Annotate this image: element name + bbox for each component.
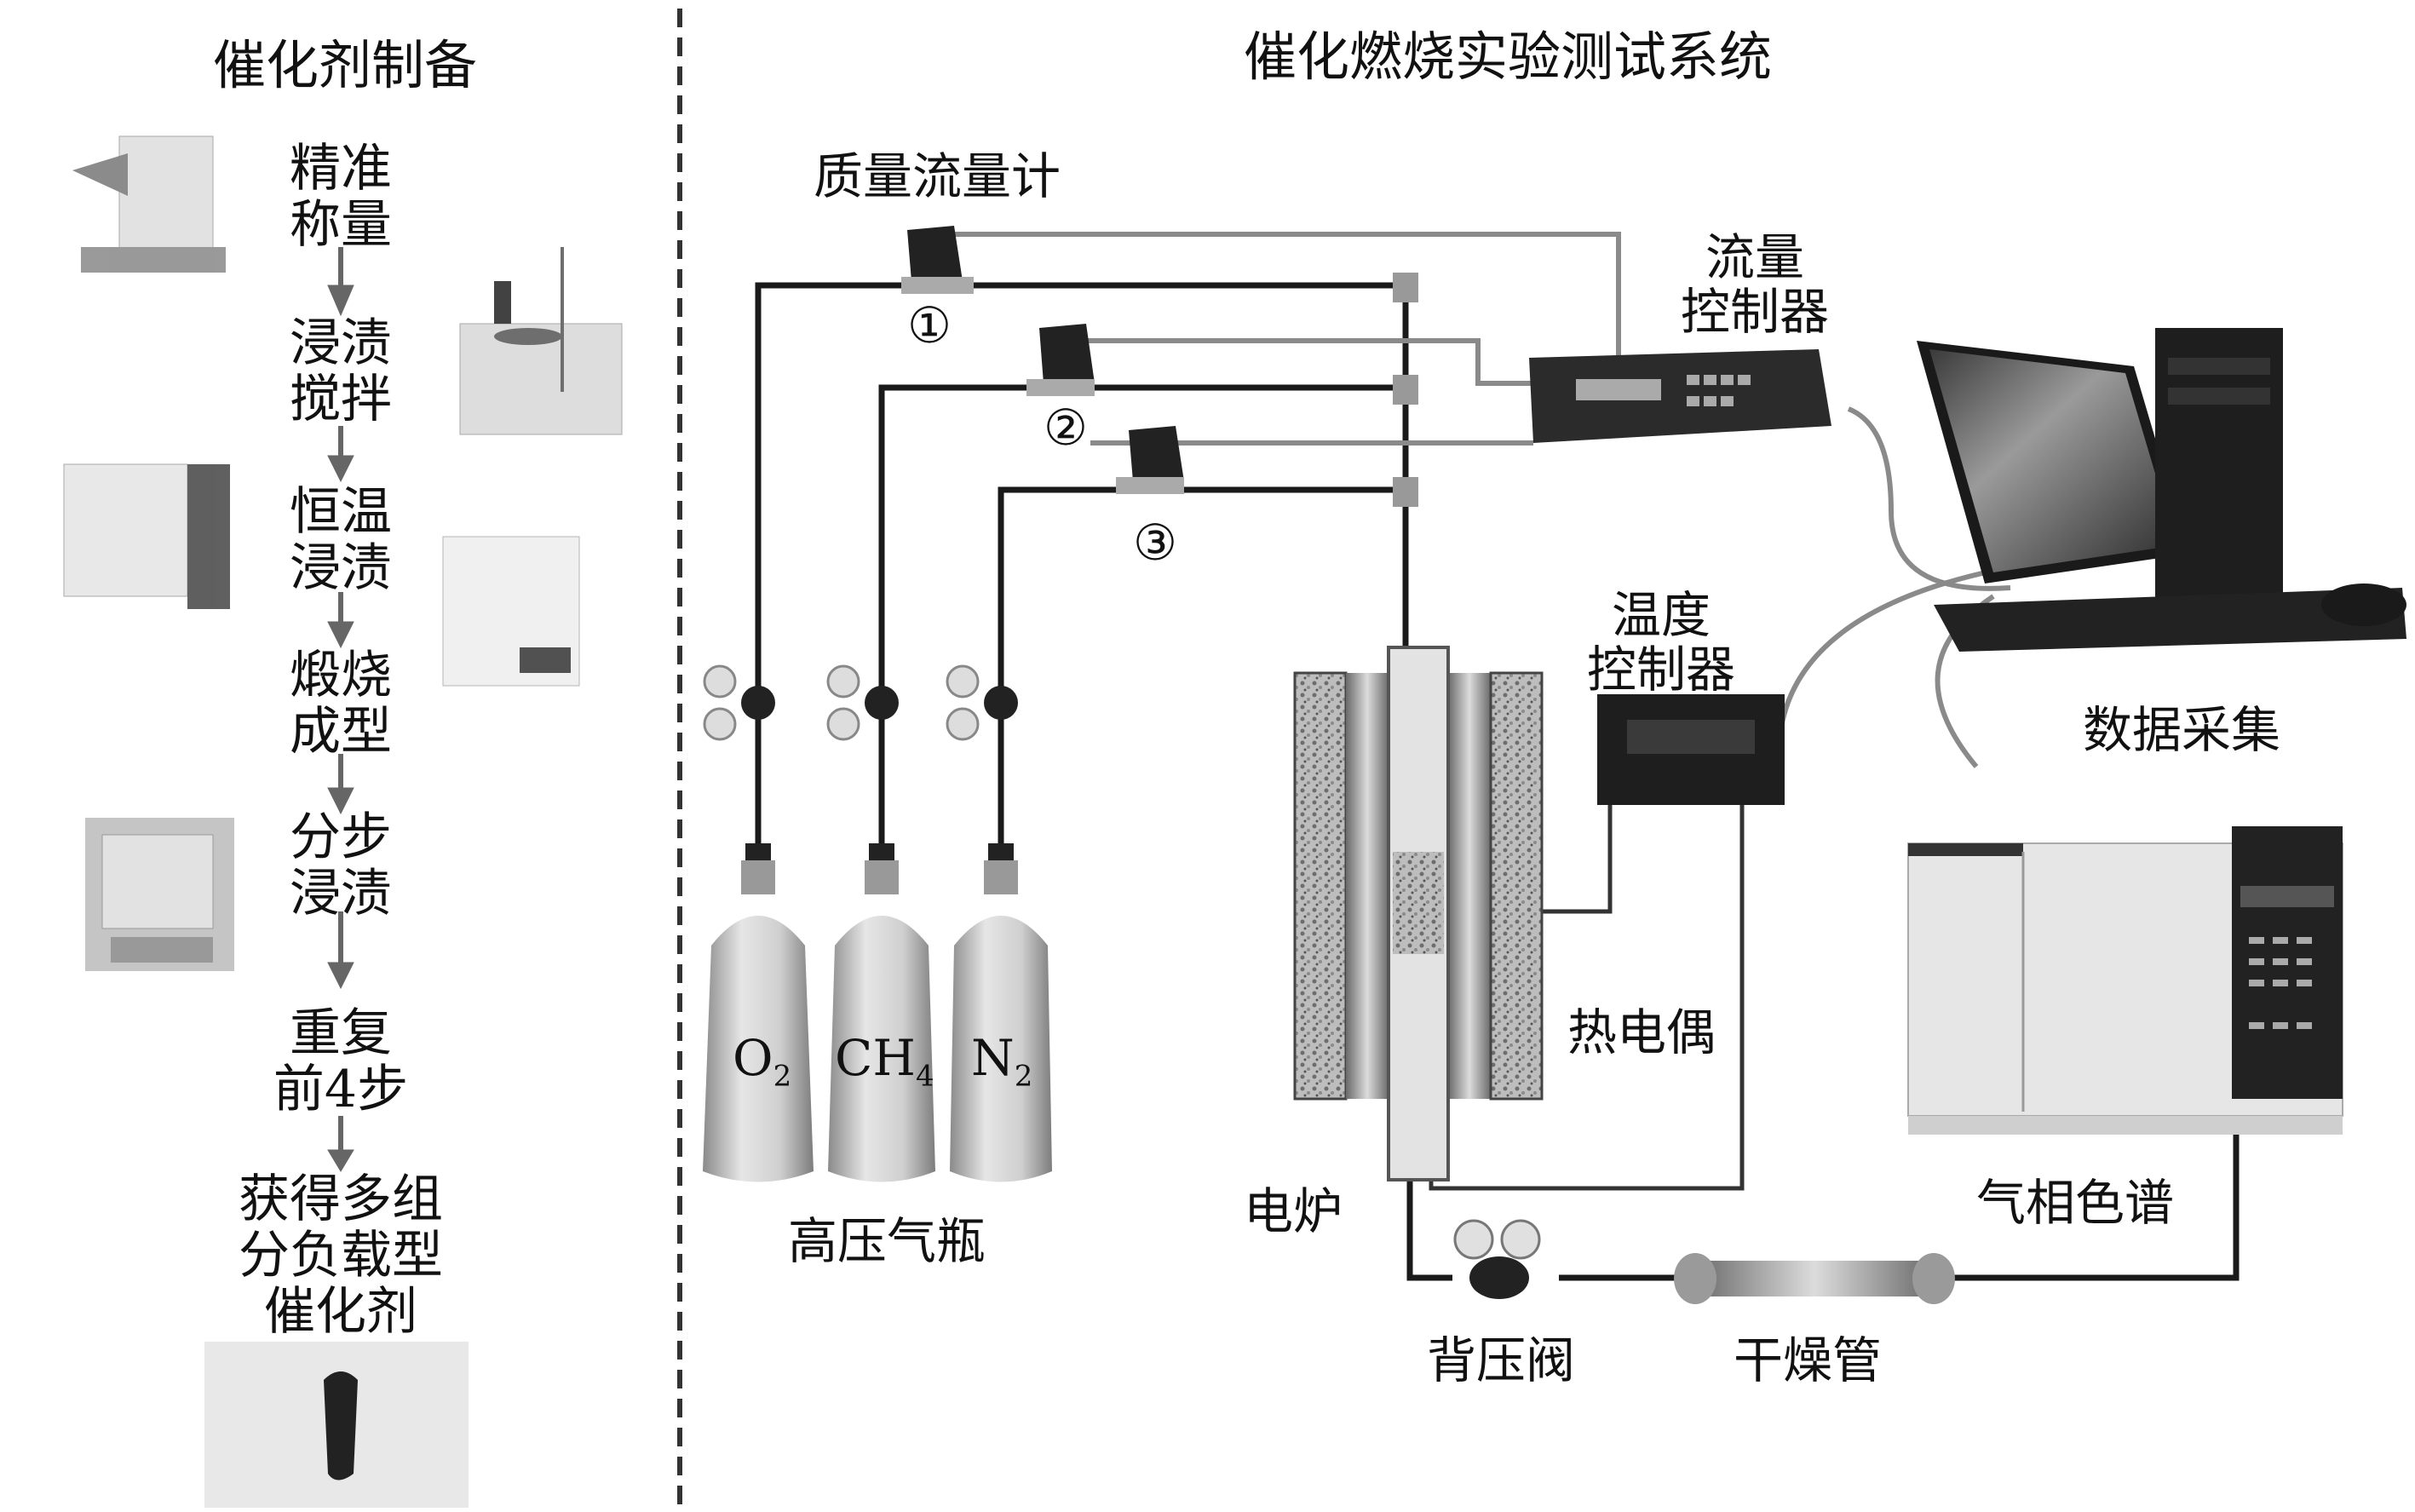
mfc-number-2: ②: [1044, 399, 1088, 457]
step-line: 催化剂: [264, 1282, 417, 1342]
mfc-number-3: ③: [1133, 514, 1177, 572]
mass-flow-meter-label: 质量流量计: [814, 147, 1061, 205]
oven-photo: [63, 463, 230, 609]
step-line: 煅烧: [290, 646, 392, 705]
formula-main: CH: [835, 1029, 916, 1087]
cylinder-n2: [946, 664, 1052, 1182]
step-line: 获得多组: [239, 1170, 443, 1229]
step-line: 精准: [290, 139, 392, 198]
signal-lines: [946, 232, 2011, 768]
cylinder-o2: [703, 664, 814, 1182]
step-calcination-molding: 煅烧成型: [256, 647, 426, 760]
right-panel-title: 催化燃烧实验测试系统: [1244, 26, 1773, 88]
label-line: 控制器: [1680, 283, 1829, 341]
left-panel-title: 催化剂制备: [212, 34, 477, 96]
step-line: 重复: [290, 1003, 392, 1063]
catalyst-photo: [204, 1342, 469, 1508]
step-line: 浸渍: [290, 864, 392, 923]
stirrer-photo: [459, 247, 623, 435]
analytical-balance-photo: [85, 818, 234, 971]
formula-main: N: [971, 1029, 1015, 1087]
gas-chromatograph-device: [1907, 826, 2343, 1135]
cylinder-label-ch4: CH4: [835, 1031, 934, 1104]
temperature-controller-device: [1597, 694, 1785, 805]
step-line: 恒温: [290, 482, 392, 542]
gas-cylinders: [703, 664, 1052, 1182]
step-line: 浸渍: [290, 313, 392, 373]
process-arrows: [327, 247, 354, 1172]
mfc-number-1: ①: [907, 296, 952, 354]
flow-controller-label: 流量控制器: [1670, 230, 1840, 339]
computer: [1917, 328, 2406, 652]
furnace-label: 电炉: [1244, 1182, 1343, 1240]
mass-flow-meter-3: [1116, 426, 1184, 494]
mass-flow-meter-2: [1026, 324, 1095, 396]
formula-sub: 2: [773, 1059, 792, 1094]
label-line: 温度: [1611, 586, 1711, 644]
step-impregnation-stirring: 浸渍搅拌: [256, 315, 426, 428]
back-pressure-valve-device: [1453, 1219, 1541, 1299]
electric-furnace: [1293, 646, 1544, 1181]
step-stepwise-impregnation: 分步浸渍: [256, 809, 426, 922]
cylinder-ch4: [826, 664, 935, 1182]
valve-fittings: [1393, 273, 1418, 507]
label-line: 控制器: [1586, 641, 1735, 699]
temp-controller-label: 温度控制器: [1580, 588, 1742, 697]
flow-controller-device: [1529, 349, 1831, 443]
step-repeat: 重复前4步: [256, 1005, 426, 1118]
cylinder-label-o2: O2: [733, 1031, 791, 1104]
step-line: 分步: [290, 808, 392, 867]
step-weighing: 精准称量: [256, 141, 426, 253]
step-line: 分负载型: [239, 1226, 443, 1285]
step-constant-temp-impregnation: 恒温浸渍: [256, 484, 426, 596]
label-line: 流量: [1705, 228, 1804, 286]
step-line: 浸渍: [290, 538, 392, 598]
formula-sub: 4: [915, 1059, 934, 1094]
step-line: 成型: [290, 702, 392, 762]
formula-main: O: [733, 1029, 773, 1087]
data-acquisition-label: 数据采集: [2083, 701, 2281, 759]
step-line: 搅拌: [290, 370, 392, 429]
balance-photo: [72, 135, 226, 273]
gas-cylinders-label: 高压气瓶: [788, 1212, 986, 1270]
gas-chromatograph-label: 气相色谱: [1976, 1174, 2175, 1232]
step-line: 前4步: [273, 1060, 409, 1119]
cylinder-label-n2: N2: [971, 1031, 1032, 1104]
formula-sub: 2: [1014, 1059, 1033, 1094]
back-pressure-valve-label: 背压阀: [1427, 1331, 1576, 1389]
step-final-catalyst: 获得多组分负载型催化剂: [196, 1171, 486, 1340]
drying-tube-label: 干燥管: [1734, 1331, 1883, 1389]
drying-tube-device: [1674, 1253, 1955, 1304]
muffle-furnace-photo: [442, 536, 580, 687]
mass-flow-meter-1: [901, 226, 974, 294]
step-line: 称量: [290, 195, 392, 255]
thermocouple-label: 热电偶: [1567, 1003, 1716, 1061]
